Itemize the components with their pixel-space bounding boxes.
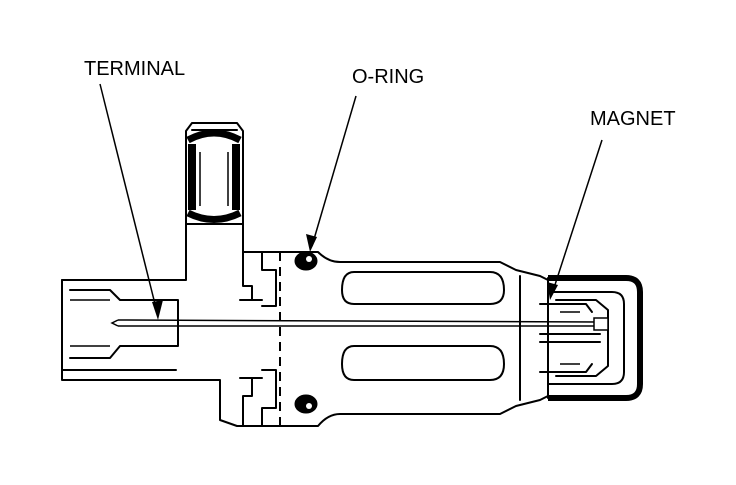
terminal-pin bbox=[110, 317, 609, 331]
leader-lines bbox=[99, 83, 603, 320]
magnet-label: MAGNET bbox=[590, 108, 676, 130]
o-ring-label: O-RING bbox=[352, 66, 425, 88]
terminal-label: TERMINAL bbox=[84, 58, 186, 80]
upper-seal bbox=[186, 129, 242, 223]
connector-housing bbox=[61, 122, 263, 427]
o-rings bbox=[294, 251, 318, 414]
mounting-flange bbox=[239, 251, 281, 427]
magnet-end-cap bbox=[539, 275, 643, 401]
sensor-body bbox=[261, 251, 549, 427]
